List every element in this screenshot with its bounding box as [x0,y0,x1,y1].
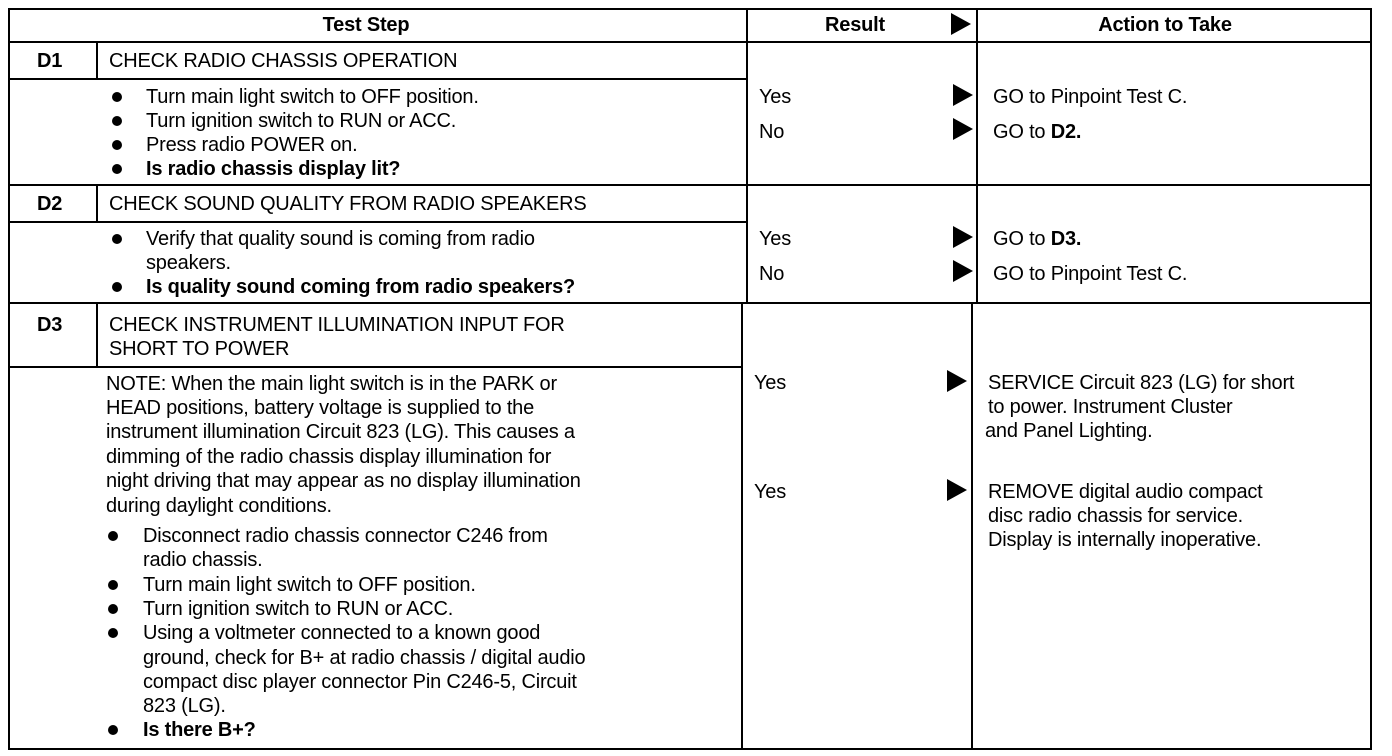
bullet-icon [112,282,122,292]
bullet-icon [112,92,122,102]
bullet-icon [108,580,118,590]
d3-step-1-line-1: Disconnect radio chassis connector C246 … [143,525,548,547]
bullet-icon [108,531,118,541]
d1-title-divider [8,78,748,80]
d1-result-no: No [759,121,785,143]
d1-step-1: Turn main light switch to OFF position. [146,86,479,108]
test-table [8,8,1372,750]
d2-title: CHECK SOUND QUALITY FROM RADIO SPEAKERS [109,193,587,215]
d3-title-line-1: CHECK INSTRUMENT ILLUMINATION INPUT FOR [109,314,565,336]
d3-step-4-line-1: Using a voltmeter connected to a known g… [143,622,541,644]
d2-action-no: GO to Pinpoint Test C. [993,263,1188,285]
d2-d3-divider [8,302,1372,304]
step-id-column-divider-d2 [96,184,98,223]
d3-step-3: Turn ignition switch to RUN or ACC. [143,598,454,620]
d3-result-yes-1: Yes [754,372,787,394]
d3-step-id: D3 [37,314,63,336]
d3-question: Is there B+? [143,719,256,741]
bullet-icon [108,725,118,735]
d3-title-line-2: SHORT TO POWER [109,338,290,360]
d3-note-line-5: night driving that may appear as no disp… [106,470,581,492]
step-id-column-divider-d1 [96,41,98,80]
d2-question: Is quality sound coming from radio speak… [146,276,576,298]
bullet-icon [112,234,122,244]
d3-step-4-line-4: 823 (LG). [143,695,226,717]
d3-note-line-2: HEAD positions, battery voltage is suppl… [106,397,535,419]
header-action: Action to Take [1098,14,1232,36]
bullet-icon [112,140,122,150]
d2-step-1-line-1: Verify that quality sound is coming from… [146,228,535,250]
header-test-step: Test Step [322,14,410,36]
d3-result-yes-2: Yes [754,481,787,503]
d3-step-4-line-3: compact disc player connector Pin C246-5… [143,671,577,693]
d2-step-id: D2 [37,193,63,215]
action-column-divider-bottom [971,302,973,750]
arrow-icon [953,260,973,282]
d3-action-1-line-3: and Panel Lighting. [985,420,1153,442]
d3-note-line-1: NOTE: When the main light switch is in t… [106,373,557,395]
d1-d2-divider [8,184,1372,186]
d3-note-line-3: instrument illumination Circuit 823 (LG)… [106,421,575,443]
d2-result-yes: Yes [759,228,792,250]
header-divider [8,41,1372,43]
arrow-icon [947,370,967,392]
d3-action-2-line-1: REMOVE digital audio compact [988,481,1263,503]
d2-action-yes: GO to D3. [993,228,1082,250]
d1-title: CHECK RADIO CHASSIS OPERATION [109,50,458,72]
d3-note-line-6: during daylight conditions. [106,495,332,517]
bullet-icon [112,164,122,174]
d3-step-4-line-2: ground, check for B+ at radio chassis / … [143,647,586,669]
d2-title-divider [8,221,748,223]
bullet-icon [108,628,118,638]
header-arrow-icon [951,13,971,35]
d3-action-1-line-1: SERVICE Circuit 823 (LG) for short [988,372,1295,394]
d1-action-yes: GO to Pinpoint Test C. [993,86,1188,108]
d1-step-2: Turn ignition switch to RUN or ACC. [146,110,457,132]
d3-step-1-line-2: radio chassis. [143,549,263,571]
d3-action-2-line-2: disc radio chassis for service. [988,505,1244,527]
result-column-divider-bottom [741,302,743,750]
d1-step-3: Press radio POWER on. [146,134,358,156]
d1-action-no: GO to D2. [993,121,1082,143]
arrow-icon [953,118,973,140]
step-id-column-divider-d3 [96,302,98,368]
arrow-icon [953,84,973,106]
d1-step-id: D1 [37,50,63,72]
d2-step-1-line-2: speakers. [146,252,231,274]
d2-result-no: No [759,263,785,285]
d3-action-1-line-2: to power. Instrument Cluster [988,396,1233,418]
action-column-divider-top [976,8,978,304]
d3-title-divider [8,366,743,368]
bullet-icon [108,604,118,614]
arrow-icon [953,226,973,248]
d3-step-2: Turn main light switch to OFF position. [143,574,476,596]
arrow-icon [947,479,967,501]
d1-result-yes: Yes [759,86,792,108]
header-result: Result [825,14,885,36]
d1-question: Is radio chassis display lit? [146,158,401,180]
result-column-divider-top [746,8,748,304]
d3-action-2-line-3: Display is internally inoperative. [988,529,1262,551]
bullet-icon [112,116,122,126]
d3-note-line-4: dimming of the radio chassis display ill… [106,446,552,468]
